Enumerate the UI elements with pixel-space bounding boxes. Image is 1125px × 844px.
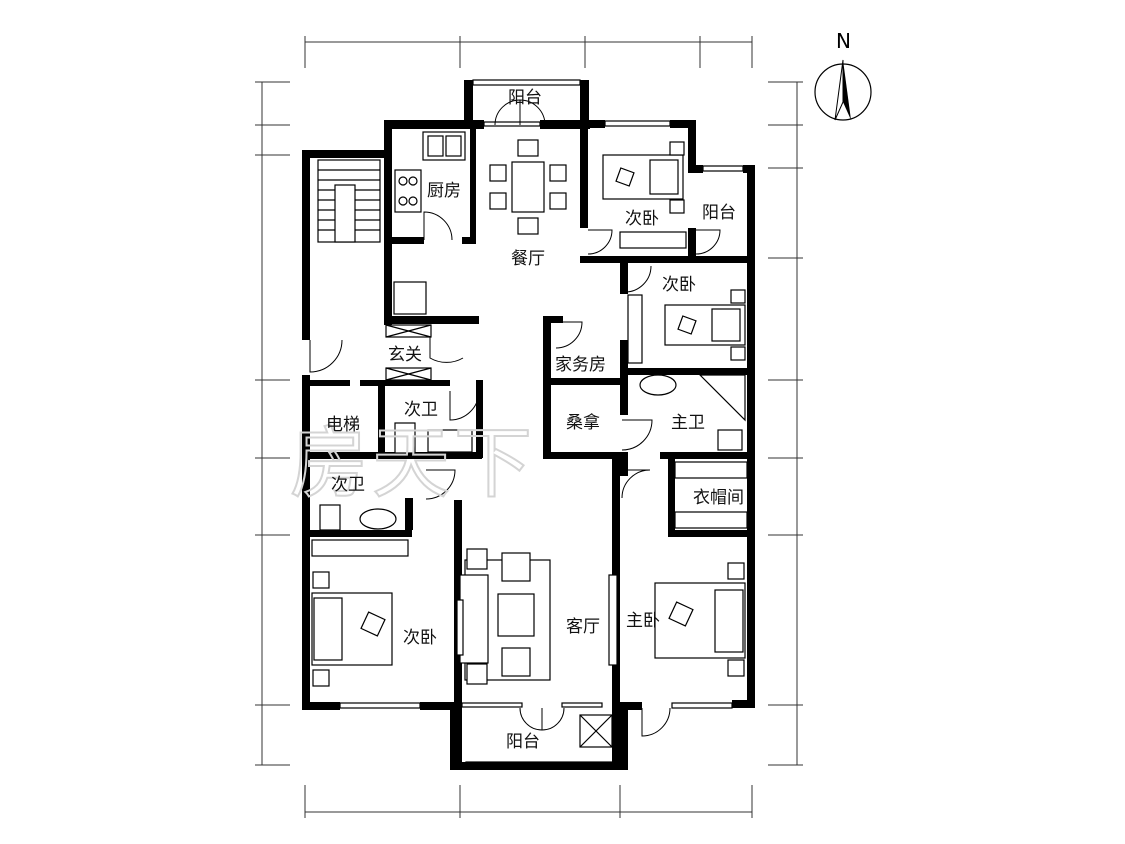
room-label-bedroom-ne: 次卧	[625, 209, 659, 229]
living-sofa-set	[456, 548, 618, 685]
room-label-balcony-north: 阳台	[508, 88, 542, 108]
room-label-bath-small: 次卫	[404, 400, 438, 420]
north-label: N	[836, 29, 851, 53]
room-label-balcony-south: 阳台	[506, 732, 540, 752]
room-label-utility: 家务房	[555, 355, 606, 375]
room-label-closet: 衣帽间	[693, 488, 744, 508]
room-label-kitchen: 厨房	[427, 181, 461, 201]
bath-fixtures	[319, 374, 746, 748]
room-label-foyer: 玄关	[388, 345, 422, 365]
dimension-lines	[255, 36, 803, 818]
dining-table	[489, 139, 567, 235]
room-label-living: 客厅	[566, 617, 600, 637]
room-label-sauna: 桑拿	[566, 412, 600, 433]
room-label-balcony-east: 阳台	[702, 203, 736, 223]
bed-e	[627, 289, 746, 364]
room-label-master-bath: 主卫	[671, 413, 705, 433]
staircase	[317, 159, 381, 243]
room-label-dining: 餐厅	[511, 249, 545, 269]
room-label-bedroom-e: 次卧	[662, 275, 696, 295]
bed-ne	[602, 141, 687, 249]
bed-sw	[311, 539, 409, 687]
kitchen-fixtures	[385, 131, 466, 381]
bed-master	[654, 461, 748, 677]
room-label-elevator: 电梯	[326, 415, 360, 435]
room-label-bath-sw: 次卫	[331, 475, 365, 495]
watermark-text: 房天下	[290, 419, 536, 509]
door-swings	[309, 99, 721, 737]
room-label-master-bedroom: 主卧	[626, 611, 660, 631]
room-labels: 阳台 厨房 餐厅 次卧 阳台 次卧 玄关 家务房 电梯 次卫 桑拿 主卫 次卫 …	[326, 88, 744, 752]
north-compass-icon: N	[814, 29, 872, 121]
room-label-bedroom-sw: 次卧	[403, 628, 437, 648]
